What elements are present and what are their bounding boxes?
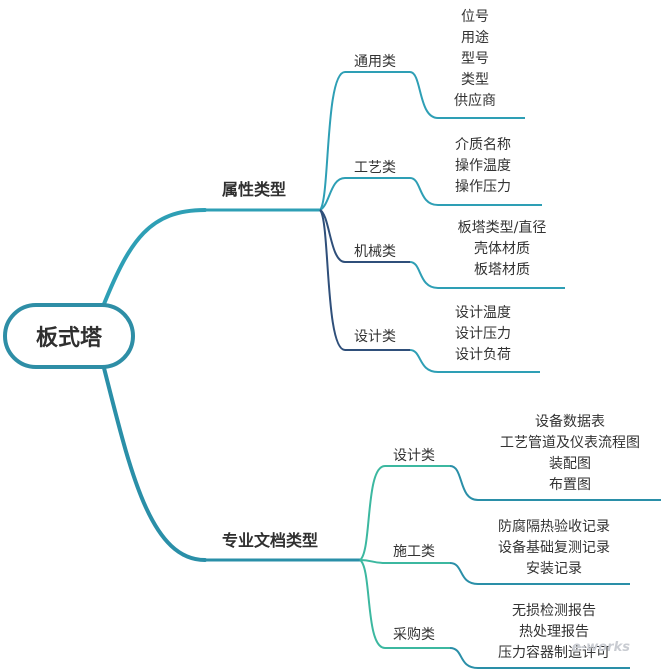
connector-attributes-general: [319, 71, 346, 211]
connector-documents-design: [359, 465, 386, 561]
list-item[interactable]: 操作温度: [455, 158, 511, 174]
list-item[interactable]: 供应商: [454, 93, 496, 109]
bracket-doc-construction: [449, 562, 479, 585]
list-item[interactable]: 工艺管道及仪表流程图: [500, 435, 640, 451]
items-general: 位号 用途 型号 类型 供应商: [443, 7, 507, 112]
items-design: 设计温度 设计压力 设计负荷: [443, 303, 523, 366]
list-item[interactable]: 用途: [461, 30, 489, 46]
bracket-mechanical: [409, 261, 439, 289]
items-doc-procurement: 无损检测报告 热处理报告 压力容器制造许可: [484, 601, 624, 664]
list-item[interactable]: 设备基础复测记录: [498, 540, 610, 556]
list-item[interactable]: 防腐隔热验收记录: [498, 519, 610, 535]
list-item[interactable]: 热处理报告: [519, 624, 589, 640]
list-item[interactable]: 设备数据表: [535, 414, 605, 430]
items-mechanical: 板塔类型/直径 壳体材质 板塔材质: [443, 218, 561, 281]
watermark-logo: e-works: [572, 640, 630, 655]
list-item[interactable]: 设计压力: [455, 326, 511, 342]
group-process-label[interactable]: 工艺类: [354, 160, 396, 176]
connector-documents-procurement: [359, 559, 386, 649]
list-item[interactable]: 布置图: [549, 477, 591, 493]
list-item[interactable]: 类型: [461, 72, 489, 88]
list-item[interactable]: 压力容器制造许可: [498, 645, 610, 661]
bracket-design: [409, 349, 439, 373]
group-doc-construction-label[interactable]: 施工类: [393, 544, 435, 560]
connector-attributes-design: [319, 209, 346, 351]
list-item[interactable]: 设计负荷: [455, 347, 511, 363]
connector-attributes-mechanical: [319, 209, 346, 263]
branch-attributes-label[interactable]: 属性类型: [222, 180, 287, 199]
branch-documents-label[interactable]: 专业文档类型: [222, 531, 319, 550]
items-doc-construction: 防腐隔热验收记录 设备基础复测记录 安装记录: [484, 517, 624, 580]
list-item[interactable]: 型号: [461, 51, 489, 67]
list-item[interactable]: 无损检测报告: [512, 603, 596, 619]
items-process: 介质名称 操作温度 操作压力: [443, 135, 523, 198]
bracket-doc-design: [449, 465, 479, 501]
group-doc-procurement-label[interactable]: 采购类: [393, 627, 435, 643]
items-doc-design: 设备数据表 工艺管道及仪表流程图 装配图 布置图: [484, 412, 656, 496]
list-item[interactable]: 安装记录: [526, 561, 582, 577]
list-item[interactable]: 板塔类型/直径: [457, 220, 547, 236]
bracket-process: [409, 177, 439, 206]
list-item[interactable]: 壳体材质: [474, 241, 530, 257]
list-item[interactable]: 装配图: [549, 456, 591, 472]
list-item[interactable]: 操作压力: [455, 179, 511, 195]
group-design-label[interactable]: 设计类: [354, 329, 396, 345]
list-item[interactable]: 板塔材质: [474, 262, 530, 278]
list-item[interactable]: 介质名称: [455, 137, 511, 153]
bracket-doc-procurement: [449, 647, 479, 669]
bracket-general: [409, 71, 439, 119]
root-node[interactable]: 板式塔: [3, 303, 135, 369]
connector-documents-construction: [359, 559, 386, 564]
connector-root-documents: [102, 366, 207, 562]
list-item[interactable]: 设计温度: [455, 305, 511, 321]
group-general-label[interactable]: 通用类: [354, 54, 396, 70]
connector-root-attributes: [102, 208, 207, 306]
group-doc-design-label[interactable]: 设计类: [393, 448, 435, 464]
connector-attributes-process: [319, 177, 346, 211]
group-mechanical-label[interactable]: 机械类: [354, 244, 396, 260]
list-item[interactable]: 位号: [461, 9, 489, 25]
